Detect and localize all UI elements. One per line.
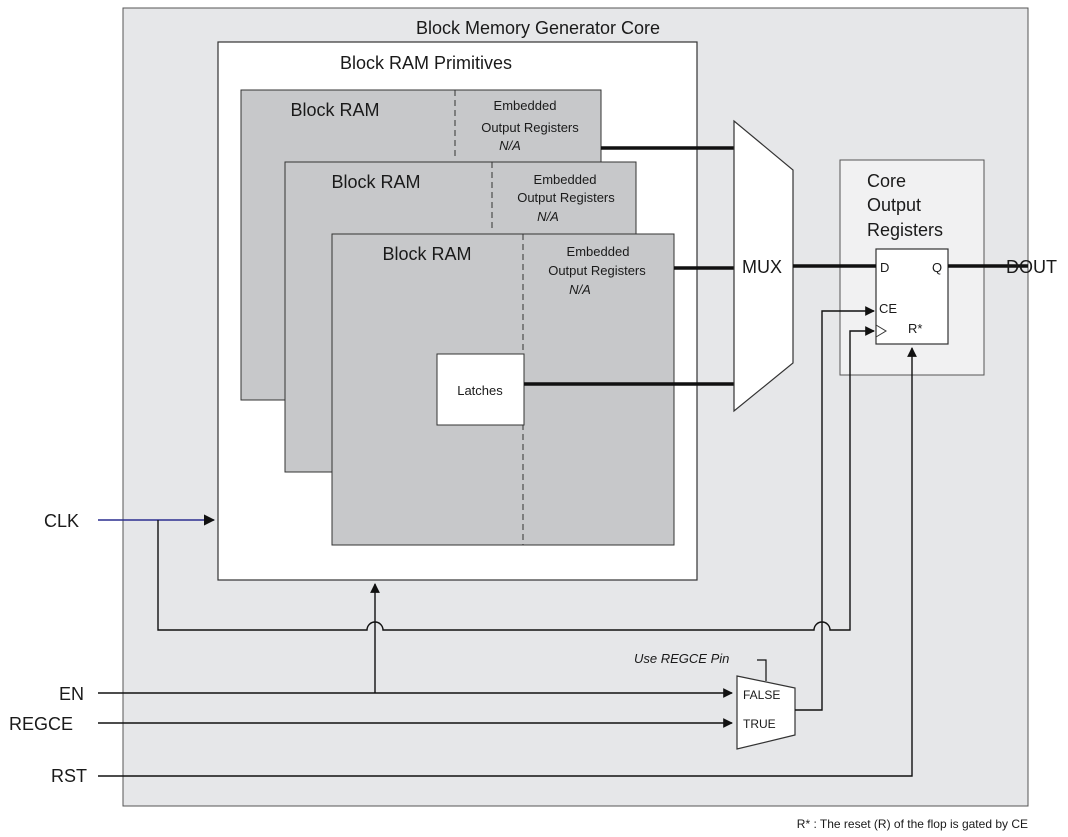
rst-label: RST: [51, 766, 87, 786]
core-regs-line2: Output: [867, 195, 921, 215]
core-regs-line1: Core: [867, 171, 906, 191]
regce-mux-shape: [736, 675, 796, 750]
flop-box: [875, 248, 949, 345]
regce-mux-title: Use REGCE Pin: [634, 651, 729, 666]
rst-line: [98, 347, 917, 777]
dout-label: DOUT: [1006, 257, 1057, 277]
regce-mux-select-line: [757, 659, 767, 681]
primitives-title: Block RAM Primitives: [340, 53, 512, 73]
clock-edge-icon: [875, 324, 887, 338]
core-title: Block Memory Generator Core: [416, 18, 660, 38]
eor-na: N/A: [499, 138, 521, 153]
eor-label-1: Embedded: [567, 244, 630, 259]
footnote: R* : The reset (R) of the flop is gated …: [797, 817, 1028, 831]
eor-na: N/A: [569, 282, 591, 297]
regce-mux-false: FALSE: [743, 688, 780, 702]
clk-to-flop-line: [157, 326, 875, 631]
flop-d: D: [880, 260, 889, 275]
eor-label-2: Output Registers: [548, 263, 646, 278]
latches-label: Latches: [457, 383, 503, 398]
clk-label: CLK: [44, 511, 79, 531]
ram-label: Block RAM: [290, 100, 379, 120]
eor-label-2: Output Registers: [517, 190, 615, 205]
eor-na: N/A: [537, 209, 559, 224]
regce-mux-true: TRUE: [743, 717, 776, 731]
latches-box: [436, 353, 525, 426]
mux-shape: [733, 119, 794, 413]
en-label: EN: [59, 684, 84, 704]
regce-label: REGCE: [9, 714, 73, 734]
core-regs-line3: Registers: [867, 220, 943, 240]
eor-label-1: Embedded: [534, 172, 597, 187]
ram-label: Block RAM: [382, 244, 471, 264]
regce-mux-to-ce-line: [795, 306, 875, 711]
ram-label: Block RAM: [331, 172, 420, 192]
flop-r: R*: [908, 321, 922, 336]
flop-q: Q: [932, 260, 942, 275]
eor-label-1: Embedded: [494, 98, 557, 113]
mux-label: MUX: [742, 257, 782, 277]
eor-label-2: Output Registers: [481, 120, 579, 135]
flop-ce: CE: [879, 301, 897, 316]
